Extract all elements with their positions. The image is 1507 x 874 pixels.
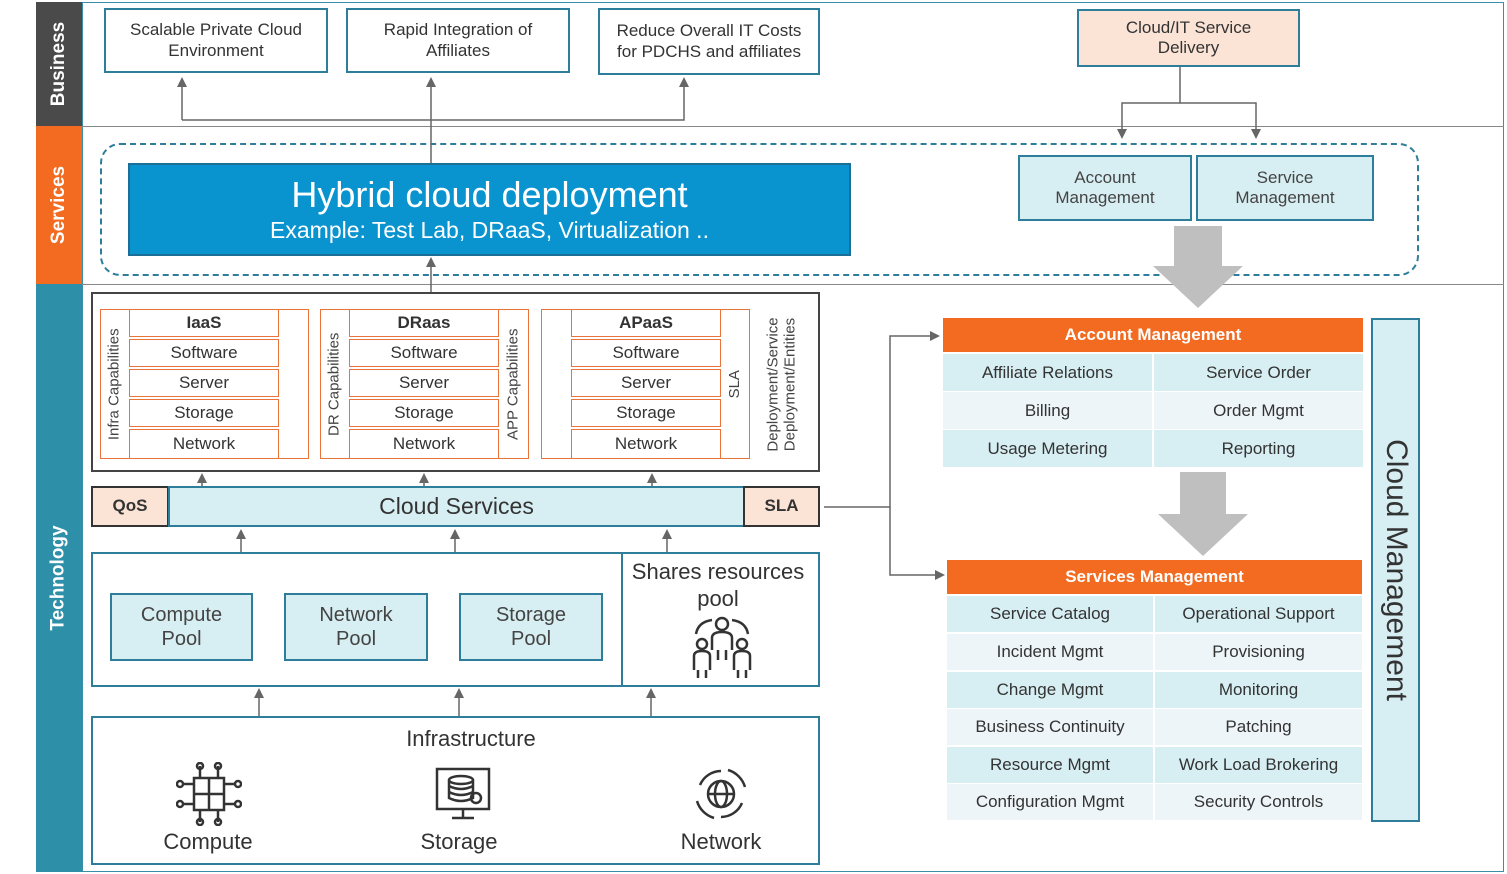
iaas-layer: Network xyxy=(129,429,279,459)
arrow-line xyxy=(182,77,689,121)
arrow-line xyxy=(1117,67,1181,139)
iaas-layer: Server xyxy=(129,369,279,397)
hybrid-cloud-deployment: Hybrid cloud deployment Example: Test La… xyxy=(128,163,851,256)
big-arrow-down xyxy=(1153,226,1243,308)
iaas-title: IaaS xyxy=(129,309,279,337)
capabilities-container xyxy=(91,292,820,472)
pools-divider xyxy=(621,552,623,687)
cloud-management-bar: Cloud Management xyxy=(1371,318,1420,822)
compute-pool: Compute Pool xyxy=(110,593,253,661)
draas-title: DRaas xyxy=(349,309,499,337)
goal-rapid-integration: Rapid Integration of Affiliates xyxy=(346,8,570,73)
shared-resources-icon xyxy=(688,614,756,680)
apaas-layer: Server xyxy=(571,369,721,397)
services-dashed-container xyxy=(100,143,1419,276)
arrow-line xyxy=(824,331,940,508)
infra-network-label: Network xyxy=(680,829,762,854)
draas-layer: Storage xyxy=(349,399,499,427)
apaas-title: APaaS xyxy=(571,309,721,337)
infrastructure-container xyxy=(91,716,820,865)
services-band: Services xyxy=(36,126,82,284)
goal-scalable-private-cloud: Scalable Private Cloud Environment xyxy=(104,8,328,73)
account-item: Billing xyxy=(943,392,1152,429)
band-divider xyxy=(82,126,1504,127)
cloud-it-service-delivery: Cloud/IT Service Delivery xyxy=(1077,9,1300,67)
big-arrow-down xyxy=(1158,472,1248,556)
service-management-service: Service Management xyxy=(1196,155,1374,221)
services-management-grid: Service Catalog Operational Support Inci… xyxy=(947,596,1362,822)
infra-compute-icon xyxy=(175,761,243,827)
account-management-service: Account Management xyxy=(1018,155,1192,221)
hybrid-title: Hybrid cloud deployment xyxy=(291,174,688,215)
apaas-layer: Network xyxy=(571,429,721,459)
arrow-line xyxy=(1180,102,1261,139)
infra-storage-icon xyxy=(434,766,492,822)
services-item: Change Mgmt xyxy=(947,672,1153,708)
draas-layer: Server xyxy=(349,369,499,397)
services-item: Monitoring xyxy=(1155,672,1362,708)
arrow-line xyxy=(889,507,945,580)
cloud-services-bar: Cloud Services xyxy=(168,486,745,527)
services-item: Business Continuity xyxy=(947,709,1153,745)
storage-pool: Storage Pool xyxy=(459,593,603,661)
services-management-header: Services Management xyxy=(947,560,1362,594)
account-item: Usage Metering xyxy=(943,430,1152,467)
services-item: Work Load Brokering xyxy=(1155,747,1362,783)
qos-box: QoS xyxy=(91,486,169,527)
sla-box: SLA xyxy=(743,486,820,527)
services-item: Configuration Mgmt xyxy=(947,784,1153,820)
services-item: Operational Support xyxy=(1155,596,1362,632)
account-item: Affiliate Relations xyxy=(943,354,1152,391)
account-management-grid: Affiliate Relations Service Order Billin… xyxy=(943,354,1363,468)
infra-network-icon xyxy=(692,765,750,823)
account-item: Service Order xyxy=(1154,354,1363,391)
services-item: Resource Mgmt xyxy=(947,747,1153,783)
draas-layer: Network xyxy=(349,429,499,459)
services-item: Provisioning xyxy=(1155,634,1362,670)
draas-layer: Software xyxy=(349,339,499,367)
band-divider xyxy=(82,284,1504,285)
pools-container xyxy=(91,552,820,687)
iaas-layer: Software xyxy=(129,339,279,367)
services-item: Security Controls xyxy=(1155,784,1362,820)
account-item: Order Mgmt xyxy=(1154,392,1363,429)
goal-reduce-it-costs: Reduce Overall IT Costs for PDCHS and af… xyxy=(598,8,820,75)
account-item: Reporting xyxy=(1154,430,1363,467)
technology-band: Technology xyxy=(36,284,82,872)
infra-compute-label: Compute xyxy=(163,829,253,854)
iaas-layer: Storage xyxy=(129,399,279,427)
infra-storage-label: Storage xyxy=(420,829,498,854)
hybrid-subtitle: Example: Test Lab, DRaaS, Virtualization… xyxy=(270,216,709,243)
services-item: Patching xyxy=(1155,709,1362,745)
services-item: Service Catalog xyxy=(947,596,1153,632)
apaas-layer: Storage xyxy=(571,399,721,427)
apaas-layer: Software xyxy=(571,339,721,367)
shared-resources-pool-label: Shares resources pool xyxy=(631,558,805,612)
infrastructure-title: Infrastructure xyxy=(406,726,536,751)
diagram-frame xyxy=(82,2,1504,872)
business-band: Business xyxy=(36,2,82,126)
account-management-header: Account Management xyxy=(943,318,1363,352)
services-item: Incident Mgmt xyxy=(947,634,1153,670)
network-pool: Network Pool xyxy=(284,593,428,661)
